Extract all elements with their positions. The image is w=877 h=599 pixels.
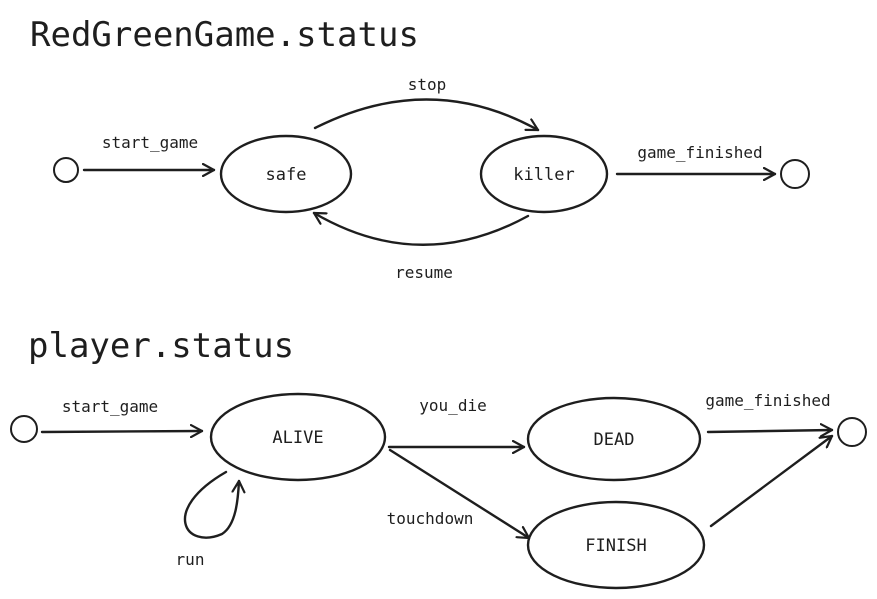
state-dead — [526, 396, 702, 482]
edge-touchdown — [388, 448, 531, 540]
edge-start-game-2 — [40, 431, 204, 432]
final-state-2 — [837, 417, 867, 447]
edge-resume — [312, 211, 530, 246]
edge-label-you-die: you_die — [419, 396, 486, 415]
edge-label-game-finished-1: game_finished — [637, 143, 762, 162]
state-safe-label: safe — [266, 165, 307, 185]
edge-label-stop: stop — [408, 75, 447, 94]
edge-label-resume: resume — [395, 263, 453, 282]
edge-label-touchdown: touchdown — [387, 509, 474, 528]
section-title-redgreengame: RedGreenGame.status — [30, 15, 419, 55]
edge-label-start-game-1: start_game — [102, 133, 198, 152]
final-state-1 — [780, 159, 810, 189]
state-safe — [219, 134, 353, 214]
edge-label-start-game-2: start_game — [62, 397, 158, 416]
edge-game-finished-2 — [706, 430, 834, 432]
state-killer-label: killer — [513, 165, 574, 185]
state-finish — [526, 500, 706, 590]
section-title-player-status: player.status — [28, 326, 294, 366]
edge-run — [183, 470, 239, 539]
edge-stop — [313, 98, 540, 132]
edge-finish-to-end — [709, 434, 834, 528]
state-killer — [479, 134, 609, 214]
state-dead-label: DEAD — [594, 430, 635, 450]
initial-state-1 — [53, 157, 79, 183]
state-alive — [209, 392, 387, 482]
edge-label-run: run — [176, 550, 205, 569]
initial-state-2 — [10, 415, 38, 443]
state-finish-label: FINISH — [585, 536, 646, 556]
edge-label-game-finished-2: game_finished — [705, 391, 830, 410]
state-alive-label: ALIVE — [272, 428, 323, 448]
